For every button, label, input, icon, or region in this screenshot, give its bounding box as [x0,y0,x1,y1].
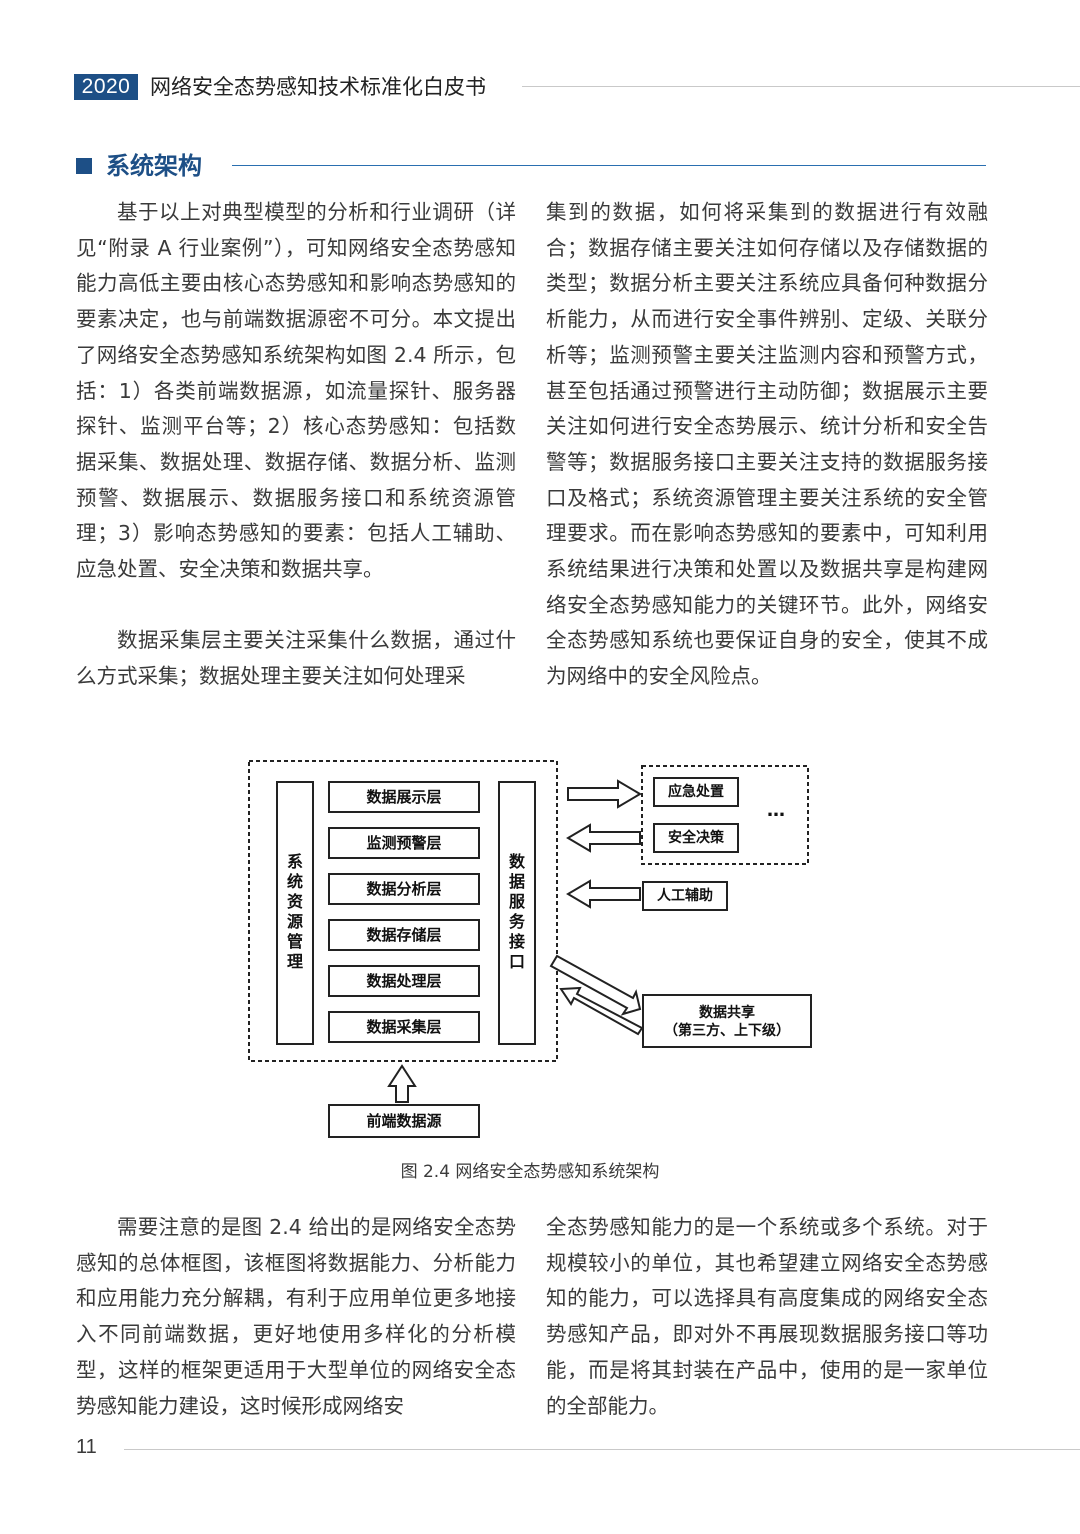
layer-label: 监测预警层 [366,834,442,852]
arrow-in-manual [566,879,641,909]
system-resource-label: 系统资源管理 [286,852,303,971]
sharing-label: 数据共享 [699,1005,755,1021]
core-container [248,760,558,1062]
section-marker-icon [76,158,92,174]
arrow-in-decision [566,823,641,853]
data-service-label: 数据服务接口 [508,852,525,971]
data-service-box [498,781,536,1045]
text-column-bottom-left: 需要注意的是图 2.4 给出的是网络安全态势感知的总体框图，该框图将数据能力、分… [76,1210,516,1424]
layer-label: 数据处理层 [366,972,442,990]
layer-box [328,965,480,997]
arrow-out-sharing [549,954,642,1016]
arrow-in-sharing [559,986,644,1036]
sharing-sublabel: （第三方、上下级） [664,1023,790,1039]
paragraph-3-continued: 全态势感知能力的是一个系统或多个系统。对于规模较小的单位，其也希望建立网络安全态… [546,1215,988,1418]
paragraph-1: 基于以上对典型模型的分析和行业调研（详见“附录 A 行业案例”），可知网络安全态… [76,200,516,582]
decision-label: 安全决策 [668,830,724,846]
header-rule [522,86,1080,87]
layer-box [328,1011,480,1043]
emergency-label: 应急处置 [668,784,724,800]
figure-caption: 图 2.4 网络安全态势感知系统架构 [400,1162,660,1182]
section-title: 系统架构 [106,152,202,180]
layer-label: 数据展示层 [366,788,442,806]
external-group [641,765,809,865]
layer-box [328,873,480,905]
page-number: 11 [76,1436,97,1458]
arrow-up-source [387,1064,417,1103]
sharing-box [642,994,812,1048]
section-rule [232,165,986,166]
year-badge: 2020 [74,74,138,100]
system-resource-box [276,781,314,1045]
section-heading: 系统架构 [74,150,986,182]
paragraph-2-start: 数据采集层主要关注采集什么数据，通过什么方式采集；数据处理主要关注如何处理采 [76,628,516,689]
diagram-lines [248,760,812,1138]
ellipsis-label: … [767,800,785,821]
manual-box [642,881,728,911]
text-column-top-left: 基于以上对典型模型的分析和行业调研（详见“附录 A 行业案例”），可知网络安全态… [76,195,516,695]
layer-label: 数据采集层 [366,1018,442,1036]
manual-label: 人工辅助 [657,888,713,904]
text-column-bottom-right: 全态势感知能力的是一个系统或多个系统。对于规模较小的单位，其也希望建立网络安全态… [546,1210,988,1424]
source-label: 前端数据源 [366,1112,442,1130]
paragraph-3-start: 需要注意的是图 2.4 给出的是网络安全态势感知的总体框图，该框图将数据能力、分… [76,1215,516,1418]
source-box [328,1104,480,1138]
header-title: 网络安全态势感知技术标准化白皮书 [150,75,486,99]
layer-label: 数据存储层 [366,926,442,944]
decision-box [653,823,739,853]
layer-box [328,919,480,951]
emergency-box [653,777,739,807]
page-header: 2020 网络安全态势感知技术标准化白皮书 [74,74,1080,102]
layer-box [328,781,480,813]
footer-rule [124,1449,1080,1450]
layer-label: 数据分析层 [366,880,442,898]
paragraph-2-continued: 集到的数据，如何将采集到的数据进行有效融合；数据存储主要关注如何存储以及存储数据… [546,200,988,689]
arrow-out-top [567,779,642,809]
architecture-diagram: 系统资源管理 数据服务接口 数据展示层 监测预警层 数据分析层 数据存储层 数据… [240,752,820,1144]
text-column-top-right: 集到的数据，如何将采集到的数据进行有效融合；数据存储主要关注如何存储以及存储数据… [546,195,988,695]
layer-box [328,827,480,859]
